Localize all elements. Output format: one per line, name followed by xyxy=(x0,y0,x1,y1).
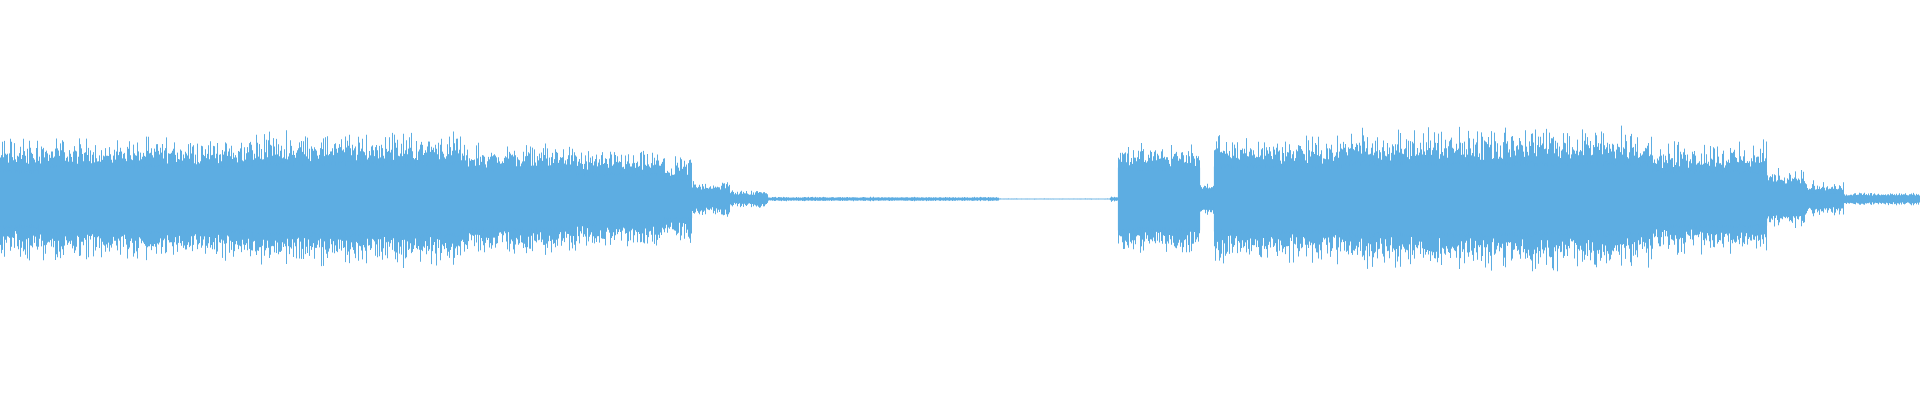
waveform-canvas xyxy=(0,125,1920,272)
